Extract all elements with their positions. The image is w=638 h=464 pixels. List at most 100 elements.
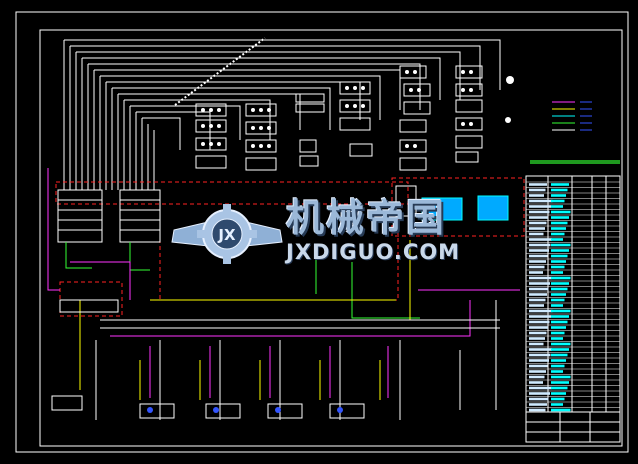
table-cell-text xyxy=(529,205,551,208)
table-cell-text xyxy=(551,392,566,395)
table-cell-text xyxy=(529,199,553,203)
table-cell-text xyxy=(551,287,568,291)
table-cell-text xyxy=(551,221,568,225)
table-cell-text xyxy=(551,353,568,357)
pump-markers xyxy=(147,407,343,413)
table-cell-text xyxy=(529,238,552,241)
table-cell-text xyxy=(551,309,571,313)
equipment-boundary xyxy=(55,177,525,317)
table-cell-text xyxy=(551,386,568,390)
table-cell-text xyxy=(551,337,563,340)
tanks xyxy=(395,185,509,221)
table-cell-text xyxy=(529,342,544,346)
table-cell-text xyxy=(529,359,549,362)
table-cell-text xyxy=(551,188,568,192)
watermark: JX 机械帝国 JXDIGUO.COM xyxy=(168,196,478,276)
table-cell-text xyxy=(529,331,547,335)
table-cell-text xyxy=(529,293,547,296)
table-cell-text xyxy=(551,216,569,219)
table-cell-text xyxy=(551,238,563,241)
manifold xyxy=(57,189,161,243)
table-cell-text xyxy=(529,194,544,197)
logo-letters: JX xyxy=(217,226,236,244)
feed-lines xyxy=(63,40,155,190)
table-cell-text xyxy=(551,342,571,346)
table-cell-text xyxy=(529,276,552,280)
equipment-table xyxy=(525,175,621,413)
table-cell-text xyxy=(551,271,563,274)
green-pipes xyxy=(65,242,420,319)
table-cell-text xyxy=(551,397,565,401)
table-cell-text xyxy=(529,403,547,406)
table-cell-text xyxy=(529,392,550,395)
table-cell-text xyxy=(551,276,571,280)
table-cell-text xyxy=(551,408,571,412)
table-cell-text xyxy=(529,315,551,318)
table-cell-text xyxy=(551,194,566,197)
table-cell-text xyxy=(551,260,566,263)
table-cell-text xyxy=(529,271,543,274)
table-cell-text xyxy=(529,254,548,258)
title-block xyxy=(525,411,621,443)
table-cell-text xyxy=(529,221,547,225)
table-cell-text xyxy=(551,331,565,335)
magenta-pipes xyxy=(47,168,520,398)
table-cell-text xyxy=(529,265,545,269)
table-cell-text xyxy=(529,216,548,219)
table-cell-text xyxy=(529,210,550,214)
table-cell-text xyxy=(529,353,551,357)
table-cell-text xyxy=(529,249,549,252)
table-cell-text xyxy=(551,320,568,324)
outer-frame xyxy=(15,11,629,453)
table-cell-text xyxy=(529,397,549,401)
top-bus-lines xyxy=(64,39,501,150)
table-cell-text xyxy=(529,370,546,373)
lower-distribution xyxy=(95,300,500,420)
watermark-chinese-text: 机械帝国 xyxy=(286,196,447,240)
table-cell-text xyxy=(529,364,548,368)
table-cell-text xyxy=(551,265,565,269)
table-cell-text xyxy=(529,188,546,192)
table-cell-text xyxy=(529,375,545,379)
table-cell-text xyxy=(551,293,566,296)
table-cell-text xyxy=(551,254,568,258)
table-cell-text xyxy=(529,298,546,302)
table-cell-text xyxy=(529,408,546,412)
table-cell-text xyxy=(551,381,569,384)
table-cell-text xyxy=(529,183,547,186)
table-cell-text xyxy=(551,304,563,307)
table-cell-text xyxy=(551,232,565,236)
gear-wings-logo-icon: JX xyxy=(171,204,283,264)
table-cell-text xyxy=(529,304,544,307)
watermark-domain-text: JXDIGUO.COM xyxy=(286,240,461,264)
table-cell-text xyxy=(529,386,552,390)
table-cell-text xyxy=(551,348,569,351)
equipment-table-cells xyxy=(529,183,571,412)
table-cell-text xyxy=(551,315,569,318)
table-cell-text xyxy=(551,370,563,373)
table-cell-text xyxy=(551,326,566,329)
table-cell-text xyxy=(551,359,566,362)
table-cell-text xyxy=(551,375,571,379)
table-cell-text xyxy=(551,243,571,247)
table-cell-text xyxy=(529,337,545,340)
table-cell-text xyxy=(551,205,563,208)
table-cell-text xyxy=(529,243,551,247)
table-cell-text xyxy=(551,249,569,252)
diagonal-hatch xyxy=(174,37,266,106)
equipment-table-rows xyxy=(526,181,620,408)
legend xyxy=(552,101,592,131)
unit-dots xyxy=(201,70,514,148)
table-heading-bar xyxy=(530,160,620,164)
pump-row xyxy=(51,299,365,419)
table-cell-text xyxy=(551,364,565,368)
table-cell-text xyxy=(529,282,550,285)
table-cell-text xyxy=(551,403,563,406)
table-cell-text xyxy=(529,227,545,230)
table-cell-text xyxy=(551,282,569,285)
table-cell-text xyxy=(551,210,571,214)
table-cell-text xyxy=(551,227,566,230)
table-cell-text xyxy=(529,326,548,329)
